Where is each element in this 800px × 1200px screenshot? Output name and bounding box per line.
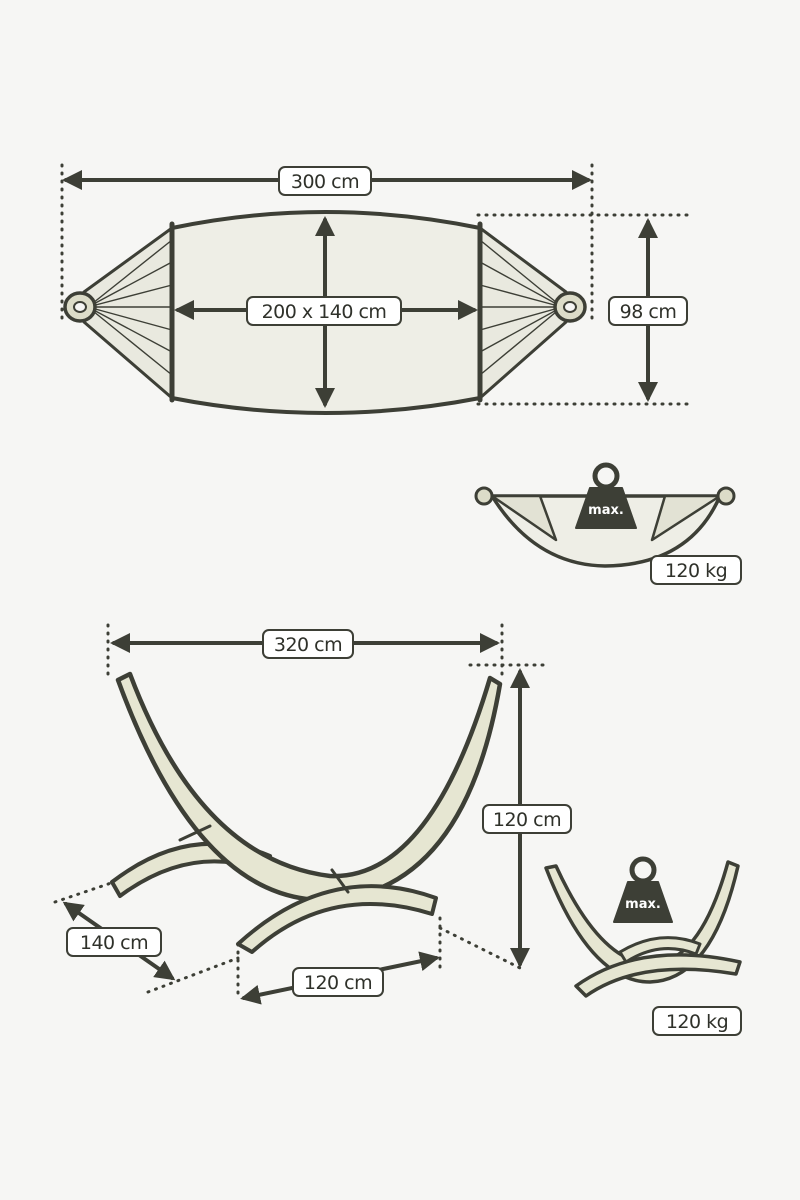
small-stand-base: [574, 953, 742, 998]
left-strings: [87, 239, 173, 376]
stand-guides: [53, 623, 550, 1002]
hammock-max-load-label: 120 kg: [650, 555, 742, 585]
hammock-top-view: [60, 163, 692, 415]
right-strings: [479, 239, 563, 376]
base-width-label: 120 cm: [292, 967, 384, 997]
weight-block: [575, 487, 637, 529]
width-label: 98 cm: [608, 296, 688, 326]
left-string-fan: [82, 226, 174, 400]
stand-length-label: 320 cm: [262, 629, 354, 659]
hammock-load-view: [474, 462, 736, 568]
stand-depth-label: 140 cm: [66, 927, 162, 957]
load-right-ring: [716, 486, 736, 506]
stand-weight-ring: [629, 856, 657, 884]
stand-height-label: 120 cm: [482, 804, 572, 834]
bed-size-label: 200 x 140 cm: [246, 296, 402, 326]
weight-ring: [592, 462, 620, 490]
dimension-guides: [60, 163, 692, 406]
stand-arc-frame: [115, 671, 503, 903]
stand-load-view: [544, 856, 742, 998]
stand-weight-block: [613, 881, 673, 923]
total-length-label: 300 cm: [278, 166, 372, 196]
stand-weight-tag: max.: [625, 897, 661, 912]
hammock-weight-tag: max.: [588, 503, 624, 518]
front-base-foot: [236, 884, 438, 954]
load-left-ring: [474, 486, 494, 506]
stand-max-load-label: 120 kg: [652, 1006, 742, 1036]
right-string-fan: [478, 226, 568, 400]
